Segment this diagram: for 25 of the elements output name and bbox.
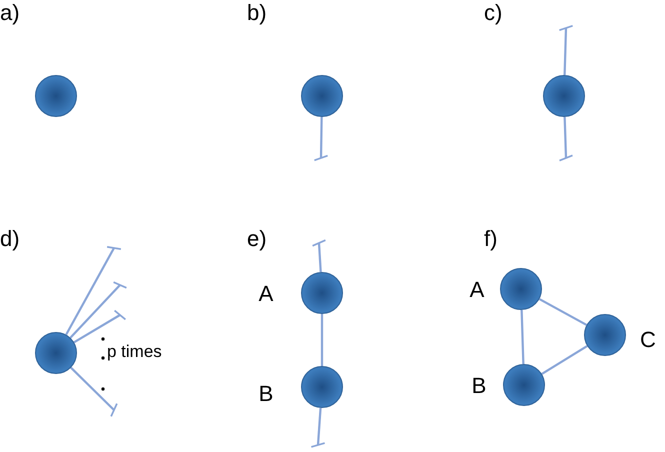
connector-line xyxy=(541,345,588,375)
connector-line xyxy=(314,116,328,162)
connector-line xyxy=(74,310,126,344)
connector-line xyxy=(320,314,324,366)
panel-label: b) xyxy=(247,2,267,24)
connector-line xyxy=(558,116,574,162)
node-label: A xyxy=(470,279,484,301)
node-label: A xyxy=(258,283,274,305)
node-label: C xyxy=(640,329,656,351)
panel-label: a) xyxy=(0,2,20,24)
connector-line xyxy=(558,24,574,76)
connector-line xyxy=(70,366,118,418)
panel-label: d) xyxy=(0,228,20,250)
connector-line xyxy=(520,310,524,364)
connector-line xyxy=(538,298,588,326)
connector-line xyxy=(65,246,122,336)
panel-label: c) xyxy=(484,2,502,24)
connector-line xyxy=(312,239,326,272)
node-label: B xyxy=(472,375,486,397)
connector-line xyxy=(70,281,128,338)
connector-line xyxy=(310,408,326,448)
annotation-text: p times xyxy=(107,343,162,360)
panel-label: f) xyxy=(484,228,498,250)
node-label: B xyxy=(258,383,274,405)
panel-label: e) xyxy=(247,228,267,250)
